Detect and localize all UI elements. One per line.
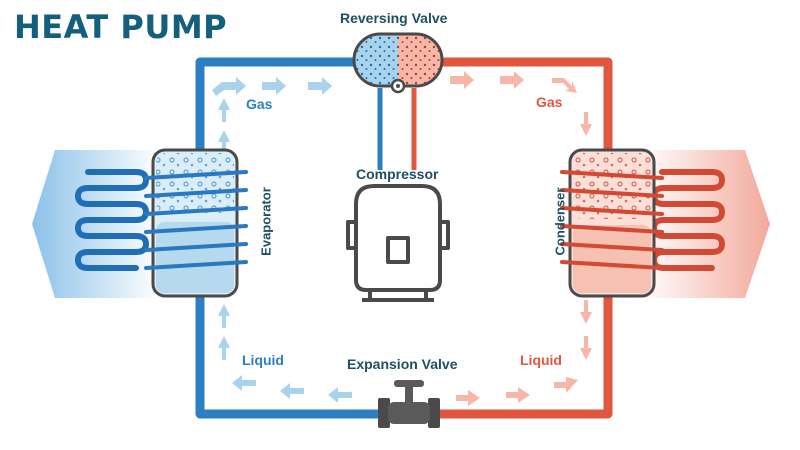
outdoor-exchange-left bbox=[32, 150, 160, 298]
page-title: HEAT PUMP bbox=[14, 8, 228, 46]
gas-label-left: Gas bbox=[246, 96, 273, 112]
evaporator-label: Evaporator bbox=[258, 187, 274, 256]
expansion-valve bbox=[378, 380, 440, 428]
expansion-valve-label: Expansion Valve bbox=[347, 356, 458, 372]
compressor-unit bbox=[346, 184, 450, 302]
reversing-valve-label: Reversing Valve bbox=[340, 10, 448, 26]
outdoor-exchange-right bbox=[640, 150, 770, 298]
condenser-label: Condenser bbox=[552, 187, 568, 256]
flow-arrows-left bbox=[212, 77, 352, 403]
liquid-label-left: Liquid bbox=[242, 352, 284, 368]
condenser-unit bbox=[560, 148, 664, 298]
liquid-label-right: Liquid bbox=[520, 352, 562, 368]
reversing-valve bbox=[352, 32, 444, 94]
evaporator-unit bbox=[144, 148, 248, 298]
compressor-label: Compressor bbox=[356, 166, 439, 182]
gas-label-right: Gas bbox=[536, 94, 563, 110]
flow-arrows-right bbox=[450, 71, 592, 406]
